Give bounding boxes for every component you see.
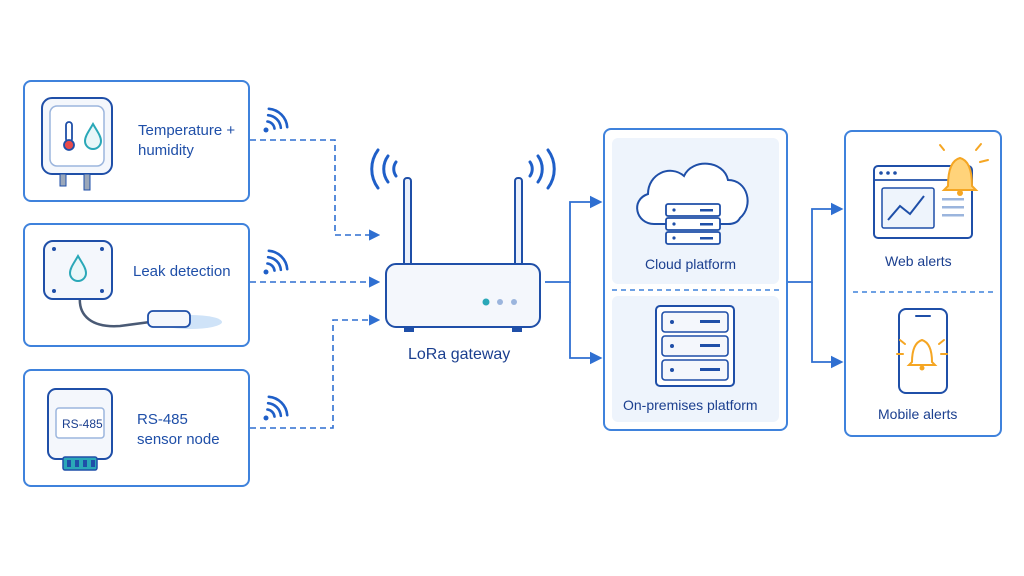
server-icon (665, 203, 721, 245)
sensor-label-rs485-line2: sensor node (137, 431, 220, 448)
link-gateway-to-platforms (545, 195, 603, 283)
sensor-label-temperature: Temperature + humidity (138, 121, 235, 161)
onprem-platform-label: On-premises platform (623, 397, 758, 413)
sensor-label-leak: Leak detection (133, 263, 231, 280)
link-temperature-to-gateway (250, 139, 381, 241)
link-platforms-to-alerts (788, 202, 844, 283)
wifi-signal-icon (263, 107, 289, 421)
lora-gateway (385, 177, 541, 332)
wifi-signal-icon (370, 148, 556, 190)
water-drop-icon (68, 253, 88, 282)
server-icon (655, 305, 735, 387)
gateway-label: LoRa gateway (408, 346, 511, 363)
bell-icon (896, 338, 948, 371)
rs485-device (47, 388, 113, 471)
cloud-platform-label: Cloud platform (645, 256, 737, 272)
sensor-label-rs485: RS-485 sensor node (137, 410, 220, 450)
bell-icon (939, 143, 989, 196)
sensor-label-rs485-line1: RS-485 (137, 411, 188, 428)
leak-detection-device (43, 240, 222, 329)
mobile-alerts-label: Mobile alerts (878, 406, 958, 422)
sensor-label-temperature-line1: Temperature + (138, 122, 236, 139)
link-rs485-to-gateway (250, 314, 381, 429)
web-alerts-label: Web alerts (885, 253, 952, 269)
thermometer-icon (63, 121, 75, 151)
temperature-humidity-device (41, 97, 113, 191)
sensor-label-temperature-line2: humidity (138, 142, 194, 159)
rs485-device-text: RS-485 (62, 417, 103, 431)
water-drop-icon (83, 121, 103, 150)
